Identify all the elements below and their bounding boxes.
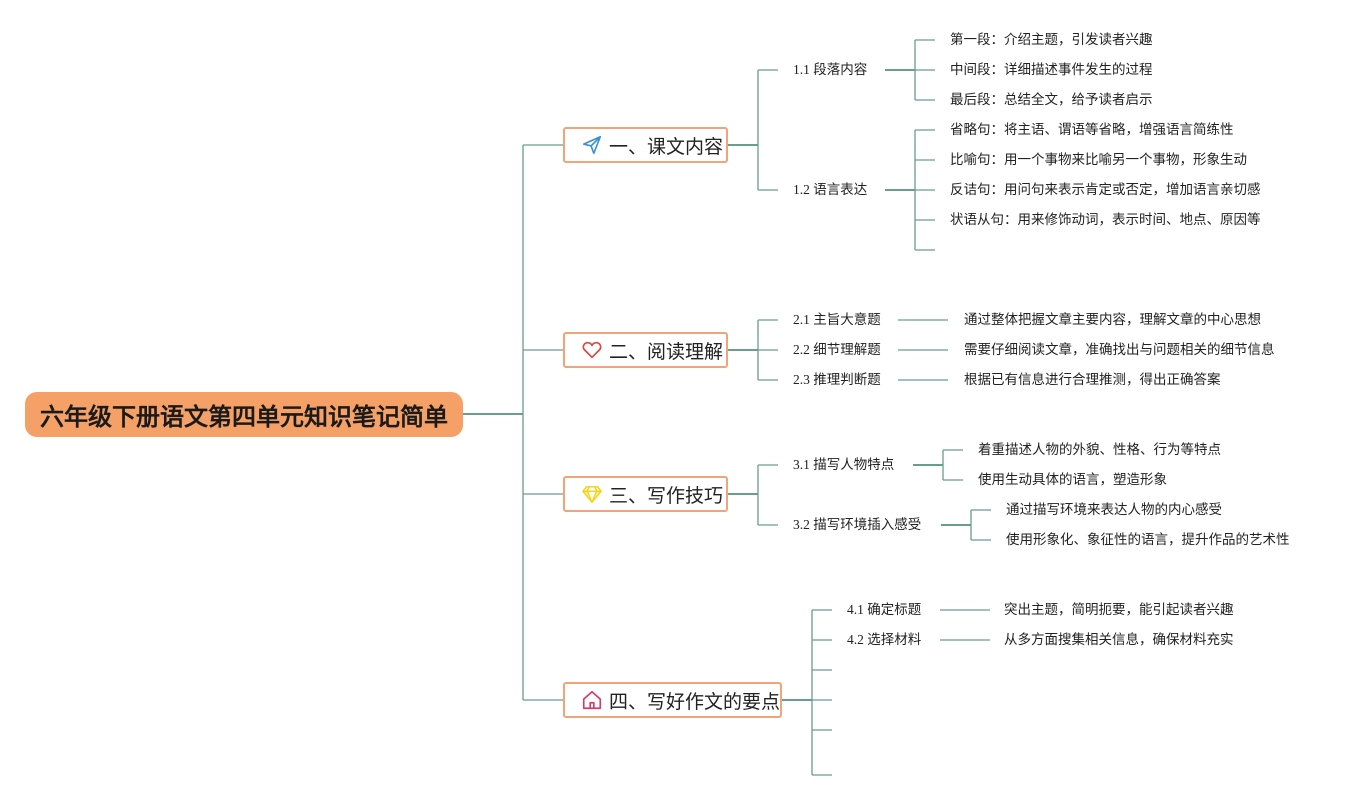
leaf-item[interactable]: 使用形象化、象征性的语言，提升作品的艺术性 [1006,532,1290,548]
house-icon [581,689,603,711]
leaf-item[interactable]: 最后段：总结全文，给予读者启示 [950,92,1153,108]
leaf-item[interactable]: 使用生动具体的语言，塑造形象 [978,472,1167,488]
branch-label: 四、写好作文的要点 [609,690,781,713]
root-title: 六年级下册语文第四单元知识笔记简单 [40,403,448,431]
leaf-item[interactable]: 根据已有信息进行合理推测，得出正确答案 [964,372,1221,388]
root-node[interactable]: 六年级下册语文第四单元知识笔记简单 [25,392,463,437]
leaf-item[interactable]: 通过描写环境来表达人物的内心感受 [1006,502,1222,518]
branch-label: 三、写作技巧 [609,484,724,507]
leaf-item[interactable]: 反诘句：用问句来表示肯定或否定，增加语言亲切感 [950,182,1261,198]
branch-reading-comprehension[interactable]: 二、阅读理解 [563,332,728,368]
sub-inference[interactable]: 2.3 推理判断题 [793,372,881,387]
sub-language-expression[interactable]: 1.2 语言表达 [793,182,868,197]
branch-label: 一、课文内容 [609,135,724,158]
sub-environment-feelings[interactable]: 3.2 描写环境插入感受 [793,517,922,532]
leaf-item[interactable]: 中间段：详细描述事件发生的过程 [950,62,1153,78]
heart-icon [581,339,603,361]
leaf-item[interactable]: 需要仔细阅读文章，准确找出与问题相关的细节信息 [964,342,1275,358]
sub-detail[interactable]: 2.2 细节理解题 [793,342,881,357]
leaf-item[interactable]: 突出主题，简明扼要，能引起读者兴趣 [1004,602,1234,618]
leaf-item[interactable]: 着重描述人物的外貌、性格、行为等特点 [978,442,1221,458]
sub-main-idea[interactable]: 2.1 主旨大意题 [793,312,881,327]
leaf-item[interactable]: 比喻句：用一个事物来比喻另一个事物，形象生动 [950,152,1247,168]
sub-paragraph-content[interactable]: 1.1 段落内容 [793,62,868,77]
branch-label: 二、阅读理解 [609,340,724,363]
branch-essay-key-points[interactable]: 四、写好作文的要点 [563,682,782,718]
leaf-item[interactable]: 通过整体把握文章主要内容，理解文章的中心思想 [964,312,1261,328]
branch-writing-skills[interactable]: 三、写作技巧 [563,476,728,512]
sub-character-features[interactable]: 3.1 描写人物特点 [793,457,895,472]
sub-materials[interactable]: 4.2 选择材料 [847,632,922,647]
leaf-item[interactable]: 第一段：介绍主题，引发读者兴趣 [950,32,1153,48]
leaf-item[interactable]: 状语从句：用来修饰动词，表示时间、地点、原因等 [950,212,1261,228]
diamond-icon [581,483,603,505]
leaf-item[interactable]: 省略句：将主语、谓语等省略，增强语言简练性 [950,122,1234,138]
leaf-item[interactable]: 从多方面搜集相关信息，确保材料充实 [1004,632,1234,648]
paper-plane-icon [581,134,603,156]
sub-title[interactable]: 4.1 确定标题 [847,602,922,617]
branch-course-content[interactable]: 一、课文内容 [563,127,728,163]
